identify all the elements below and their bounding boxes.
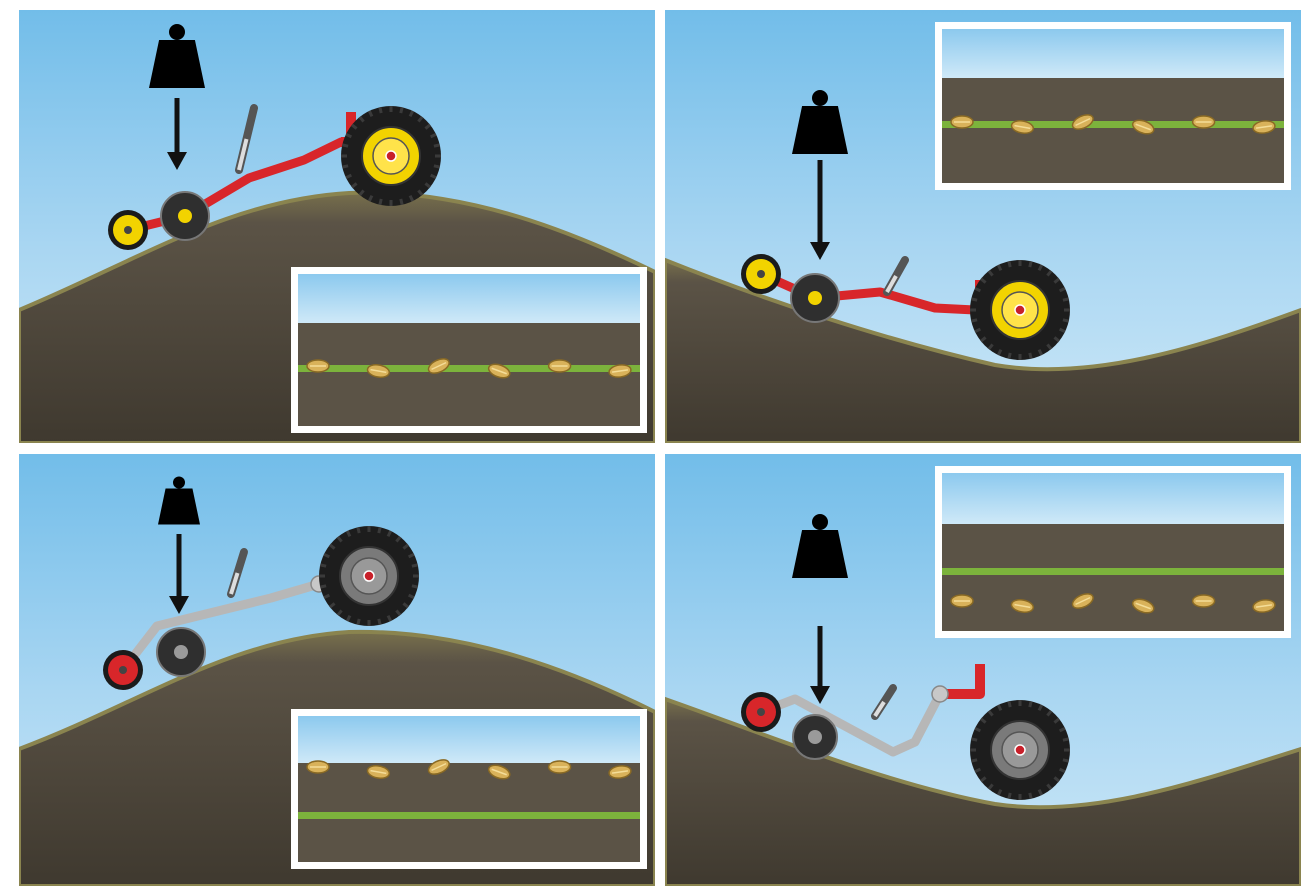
panel-crest-parallel — [19, 454, 655, 886]
seed-icon — [1193, 595, 1215, 607]
panel-trough-parallel — [665, 454, 1301, 886]
weight-icon — [792, 90, 848, 154]
disc-hub — [178, 209, 192, 223]
wheel-nut — [364, 571, 374, 581]
panel-trough-rigid — [665, 10, 1301, 443]
inset-sky — [942, 473, 1284, 524]
wheel-nut — [386, 151, 396, 161]
inset-soil — [942, 524, 1284, 631]
weight-icon — [158, 477, 200, 525]
seed-depth-inset — [935, 22, 1291, 190]
down-arrow-icon — [810, 160, 830, 260]
pivot-joint — [932, 686, 948, 702]
weight-icon — [149, 24, 205, 88]
inset-soil — [942, 78, 1284, 183]
seed-icon — [1193, 116, 1215, 128]
inset-sky — [298, 716, 640, 763]
seed-depth-line — [298, 365, 640, 372]
disc-hub — [808, 730, 822, 744]
seed-icon — [549, 761, 571, 773]
down-arrow-icon — [167, 98, 187, 170]
inset-sky — [298, 274, 640, 323]
seed-icon — [549, 360, 571, 372]
inset-sky — [942, 29, 1284, 78]
disc-hub — [174, 645, 188, 659]
seed-depth-line — [298, 812, 640, 819]
seed-depth-line — [942, 568, 1284, 575]
panel-crest-rigid — [19, 10, 655, 443]
weight-icon — [792, 514, 848, 578]
down-arrow-icon — [169, 534, 189, 614]
seed-depth-inset — [935, 466, 1291, 638]
seed-icon — [307, 360, 329, 372]
down-arrow-icon — [810, 626, 830, 704]
wheel-nut — [1015, 745, 1025, 755]
wheel-nut — [1015, 305, 1025, 315]
disc-hub — [808, 291, 822, 305]
seed-depth-line — [942, 121, 1284, 128]
seed-icon — [307, 761, 329, 773]
seed-depth-inset — [291, 267, 647, 433]
seed-icon — [951, 595, 973, 607]
seed-icon — [951, 116, 973, 128]
seed-depth-inset — [291, 709, 647, 869]
inset-soil — [298, 323, 640, 426]
